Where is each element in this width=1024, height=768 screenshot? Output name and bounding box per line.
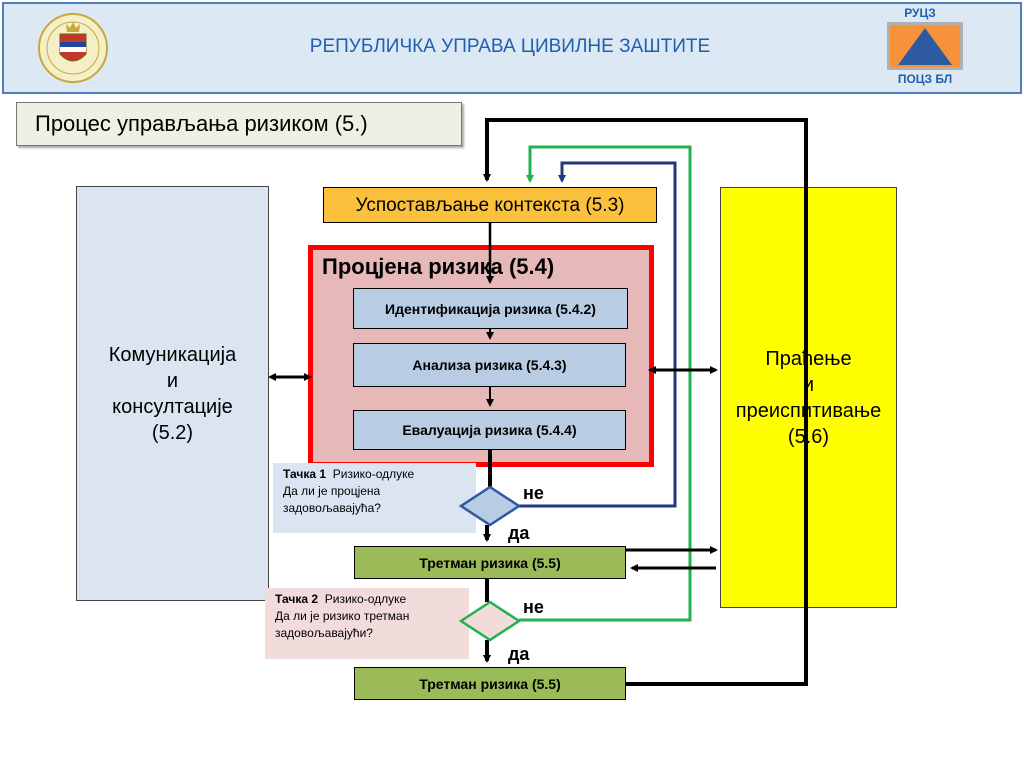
decision-note-2: Тачка 2 Ризико-одлуке Да ли је ризико тр… (265, 588, 469, 659)
communication-line-1: Комуникација (108, 343, 237, 366)
communication-line-2: и (166, 369, 179, 392)
decision-note-1: Тачка 1 Ризико-одлуке Да ли је процјена … (273, 463, 476, 533)
header-bar (2, 2, 1022, 94)
monitoring-line-1: Праћење (765, 347, 852, 370)
decision-1-yes-label: да (508, 523, 530, 543)
decision-2-no-label: не (523, 597, 544, 617)
decision-1-no-loop (519, 161, 677, 508)
monitoring-line-4: (5.6) (787, 425, 830, 448)
header-title: РЕПУБЛИЧКА УПРАВА ЦИВИЛНЕ ЗАШТИТЕ (309, 36, 711, 57)
risk-evaluation-box: Евалуација ризика (5.4.4) (353, 410, 626, 450)
decision-1-diamond (458, 485, 522, 527)
communication-line-3: консултације (112, 395, 233, 418)
decision-2-yes-label: да (508, 644, 530, 664)
risk-assessment-title: Процјена ризика (5.4) (322, 254, 555, 279)
monitoring-line-3: преиспитивање (735, 399, 882, 422)
decision-2-diamond (458, 600, 522, 642)
decision-1-no-label: не (523, 483, 544, 503)
triangle-icon (898, 28, 952, 65)
decision-2-type: Ризико-одлуке (324, 592, 407, 606)
context-box: Успостављање контекста (5.3) (323, 187, 657, 223)
logo-top-label: РУЦЗ (904, 6, 936, 20)
decision-1-point: Тачка 1 (283, 467, 327, 481)
decision-1-question-line: Да ли је процјена (283, 484, 381, 498)
logo-bottom-label: ПОЦЗ БЛ (897, 72, 953, 86)
decision-1-type: Ризико-одлуке (332, 467, 415, 481)
decision-2-no-loop (519, 145, 692, 622)
risk-treatment-box-1: Третман ризика (5.5) (354, 546, 626, 579)
decision-1-question-end: задовољавајућа? (283, 501, 381, 515)
risk-analysis-box: Анализа ризика (5.4.3) (353, 343, 626, 387)
risk-treatment-box-2: Третман ризика (5.5) (354, 667, 626, 700)
monitoring-line-2: и (802, 373, 815, 396)
main-feedback-loop (483, 118, 808, 686)
risk-identification-box: Идентификација ризика (5.4.2) (353, 288, 628, 329)
monitoring-box: Праћење и преиспитивање (5.6) (720, 187, 897, 608)
decision-2-question-line: Да ли је ризико третман (275, 609, 410, 623)
communication-box: Комуникација и консултације (5.2) (76, 186, 269, 601)
decision-2-point: Тачка 2 (275, 592, 319, 606)
civil-protection-logo (887, 22, 963, 70)
section-title: Процес управљања ризиком (5.) (16, 102, 462, 146)
communication-line-4: (5.2) (151, 421, 194, 444)
coat-of-arms-logo (38, 13, 108, 83)
decision-2-question-end: задовољавајући? (275, 626, 373, 640)
